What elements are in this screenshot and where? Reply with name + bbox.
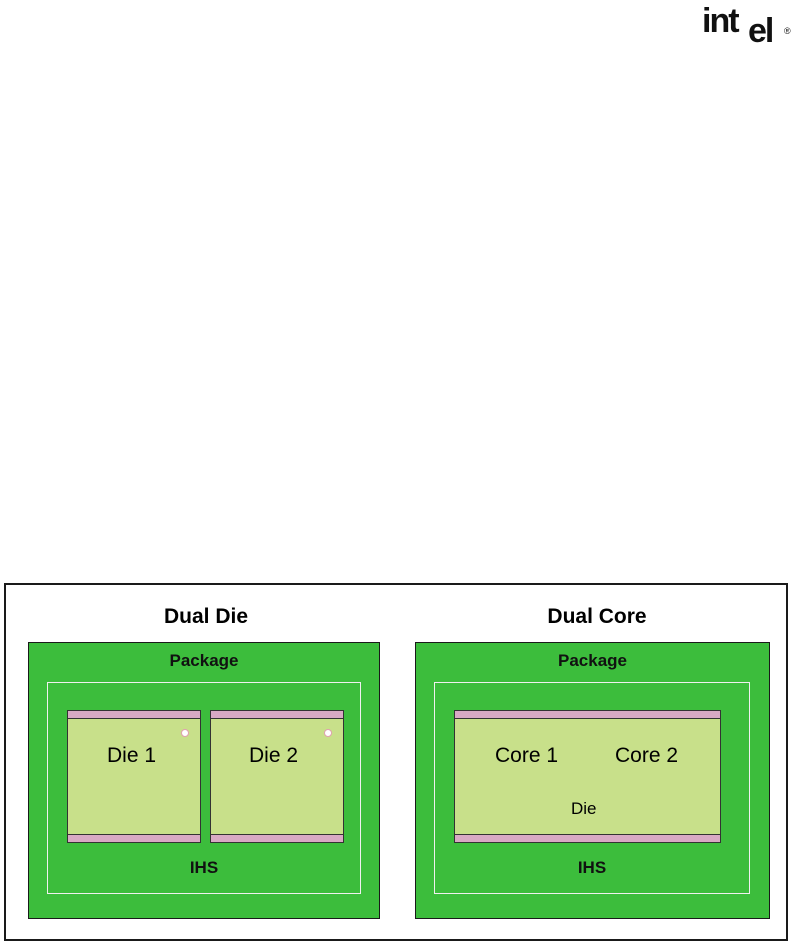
die-1-label: Die 1 xyxy=(107,744,157,767)
die-2-marker xyxy=(324,729,332,737)
dual-core-die: Core 1 Core 2 Die xyxy=(454,710,721,843)
dual-core-ihs-label: IHS xyxy=(577,858,607,877)
dual-core-package: Package IHS Core 1 Core 2 Die xyxy=(415,642,770,919)
logo-text-tail: el xyxy=(748,12,774,50)
dual-die-package: Package IHS Die 1 Die 2 xyxy=(28,642,380,919)
dual-core-die-bottom-bar xyxy=(454,834,721,843)
die-2-label: Die 2 xyxy=(249,744,299,767)
intel-logo: int el ® xyxy=(702,0,792,50)
die-1-bottom-bar xyxy=(67,834,201,843)
dual-die-ihs: IHS xyxy=(47,682,361,894)
dual-die-title: Dual Die xyxy=(163,605,249,628)
die-2: Die 2 xyxy=(210,710,344,843)
dual-die-package-label: Package xyxy=(169,651,239,670)
registered-mark: ® xyxy=(784,26,791,36)
die-2-top-bar xyxy=(210,710,344,719)
dual-core-title: Dual Core xyxy=(547,605,647,628)
core-2-label: Core 2 xyxy=(615,744,679,767)
die-label: Die xyxy=(571,799,597,818)
dual-core-die-top-bar xyxy=(454,710,721,719)
die-1-top-bar xyxy=(67,710,201,719)
dual-die-ihs-label: IHS xyxy=(189,858,219,877)
die-1-marker xyxy=(181,729,189,737)
core-1-label: Core 1 xyxy=(495,744,559,767)
dual-core-ihs: IHS xyxy=(434,682,750,894)
die-2-bottom-bar xyxy=(210,834,344,843)
die-1: Die 1 xyxy=(67,710,201,843)
package-diagram-figure: Dual Die Package IHS Die 1 Die 2 Dual Co… xyxy=(4,583,788,941)
dual-core-package-label: Package xyxy=(558,651,627,670)
logo-text-main: int xyxy=(702,2,740,40)
